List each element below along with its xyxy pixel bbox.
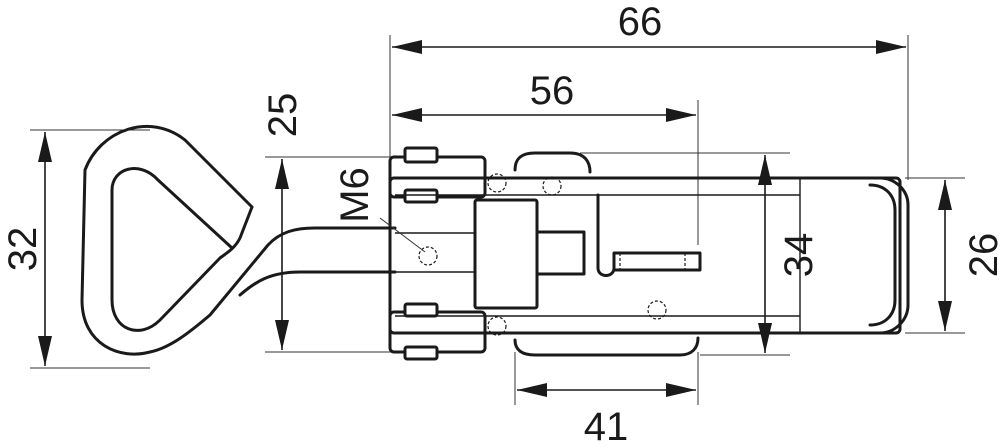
hinge-bracket: [388, 146, 487, 361]
dimension-34: 34: [758, 155, 821, 353]
dimension-32: 32: [1, 132, 52, 366]
dim-label-41: 41: [584, 405, 629, 448]
dim-label-66: 66: [618, 0, 663, 44]
dim-label-m6: M6: [333, 167, 377, 223]
thread-callout-m6: M6: [333, 167, 426, 253]
dimension-41: 41: [517, 383, 696, 448]
wire-hook-loop: [80, 124, 397, 356]
dimension-66: 66: [392, 0, 906, 54]
dim-label-25: 25: [261, 93, 305, 138]
slider-mechanism: [395, 193, 702, 310]
dimension-25: 25: [261, 93, 305, 350]
dim-label-32: 32: [1, 227, 45, 272]
dim-label-34: 34: [777, 233, 821, 278]
hidden-holes: [418, 173, 686, 336]
dim-label-26: 26: [962, 233, 1000, 278]
dimension-56: 56: [392, 69, 696, 122]
dimension-26: 26: [938, 180, 1000, 331]
dim-label-56: 56: [530, 69, 575, 113]
